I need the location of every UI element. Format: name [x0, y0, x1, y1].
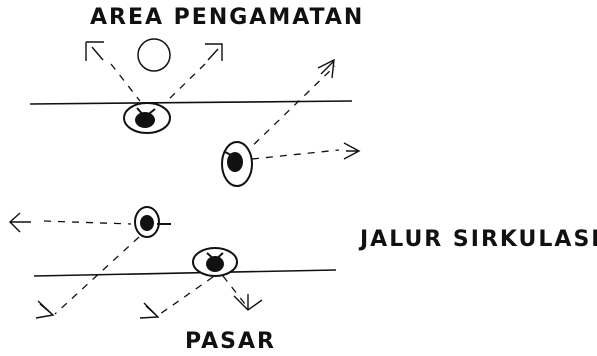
- arrow-icon: [233, 294, 263, 311]
- arrow-icon: [8, 212, 31, 233]
- observer-eye-icon: [134, 206, 171, 238]
- arrow-icon: [343, 142, 361, 160]
- observer-eye-icon: [123, 102, 171, 134]
- route-label: JALUR SIRKULASI: [358, 227, 597, 252]
- sight-line: [251, 149, 340, 160]
- arrow-icon: [205, 43, 223, 61]
- sight-line: [159, 276, 214, 315]
- market-label: PASAR: [185, 329, 276, 354]
- lower-boundary-line: [33, 269, 337, 277]
- observer-eye-icon: [221, 141, 253, 187]
- sight-line: [166, 63, 206, 102]
- arrow-icon: [317, 58, 335, 79]
- observer-eye-icon: [192, 247, 238, 277]
- sight-line: [54, 236, 140, 315]
- arrow-icon: [35, 300, 55, 319]
- arrow-icon: [139, 302, 160, 319]
- circle-icon: [137, 38, 171, 72]
- sight-line: [110, 63, 141, 102]
- arrow-icon: [85, 41, 104, 61]
- sight-line: [43, 220, 132, 225]
- sight-line: [222, 275, 246, 305]
- upper-boundary-line: [29, 100, 353, 105]
- sight-line: [243, 65, 336, 155]
- area-label: AREA PENGAMATAN: [90, 5, 364, 30]
